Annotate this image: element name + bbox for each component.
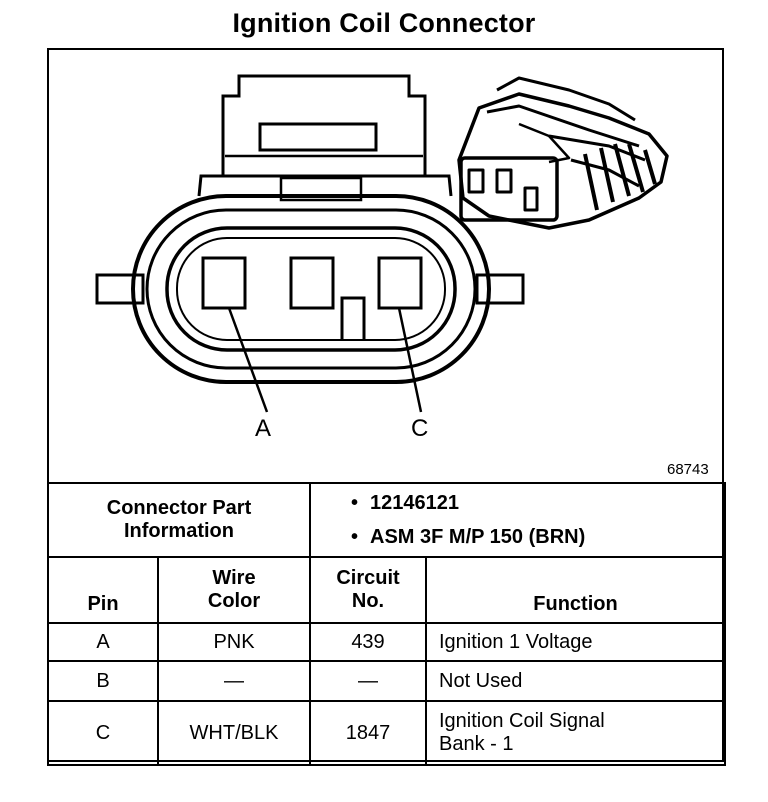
row-b-circuit: — — [309, 660, 427, 702]
part-info-row: Connector Part Information 12146121 ASM … — [47, 482, 726, 558]
row-a-wire-color: PNK — [157, 622, 311, 662]
header-pin: Pin — [47, 556, 159, 624]
table-row: C WHT/BLK 1847 Ignition Coil Signal Bank… — [47, 700, 726, 766]
terminal-b — [289, 256, 335, 310]
part-info-values: 12146121 ASM 3F M/P 150 (BRN) — [309, 482, 726, 558]
figure-number: 68743 — [667, 461, 709, 478]
header-circuit-line1: Circuit — [336, 567, 400, 589]
terminal-a — [201, 256, 247, 310]
connector-key — [340, 296, 366, 340]
connector-left-ear — [95, 273, 145, 305]
connector-body-ring — [145, 208, 477, 370]
row-a-pin: A — [47, 622, 159, 662]
pin-callout-a: A — [255, 415, 271, 442]
row-b-function: Not Used — [425, 660, 726, 702]
diagram-frame: A C 68743 Connector Part Information 121… — [47, 48, 726, 766]
row-c-function-line1: Ignition Coil Signal — [439, 710, 605, 732]
header-row: Pin Wire Color Circuit No. Function — [47, 556, 726, 624]
connector-body-outer — [131, 194, 491, 384]
diagram-title: Ignition Coil Connector — [232, 8, 536, 38]
header-wire-color-line1: Wire — [212, 567, 256, 589]
header-wire-color-line2: Color — [207, 590, 261, 612]
pin-callout-c: C — [411, 415, 428, 442]
part-info-label-line1: Connector Part — [106, 497, 252, 519]
table-row: B — — Not Used — [47, 660, 726, 702]
row-c-function-line2: Bank - 1 — [439, 733, 514, 755]
connector-3d-face — [459, 156, 559, 222]
row-c-wire-color: WHT/BLK — [157, 700, 311, 766]
connector-illustration: A C 68743 — [95, 74, 709, 478]
header-function: Function — [425, 556, 726, 624]
connector-tab-slot — [258, 122, 378, 152]
connector-right-ear — [475, 273, 525, 305]
row-b-wire-color: — — [157, 660, 311, 702]
part-description: ASM 3F M/P 150 (BRN) — [351, 520, 724, 554]
part-number: 12146121 — [351, 486, 724, 520]
part-info-label: Connector Part Information — [47, 482, 311, 558]
row-a-function: Ignition 1 Voltage — [425, 622, 726, 662]
header-wire-color: Wire Color — [157, 556, 311, 624]
row-a-circuit: 439 — [309, 622, 427, 662]
connector-body-inner — [165, 226, 457, 352]
row-c-circuit: 1847 — [309, 700, 427, 766]
table-row: A PNK 439 Ignition 1 Voltage — [47, 622, 726, 662]
connector-info-table: Connector Part Information 12146121 ASM … — [47, 482, 726, 766]
connector-top-tab — [221, 74, 427, 176]
part-info-label-line2: Information — [124, 520, 234, 542]
row-c-function: Ignition Coil Signal Bank - 1 — [425, 700, 726, 766]
row-b-pin: B — [47, 660, 159, 702]
header-circuit-line2: No. — [351, 590, 385, 612]
row-c-pin: C — [47, 700, 159, 766]
terminal-c — [377, 256, 423, 310]
leader-line-c — [397, 307, 423, 413]
connector-3d-view — [457, 76, 669, 230]
header-circuit: Circuit No. — [309, 556, 427, 624]
leader-line-a — [227, 307, 269, 413]
